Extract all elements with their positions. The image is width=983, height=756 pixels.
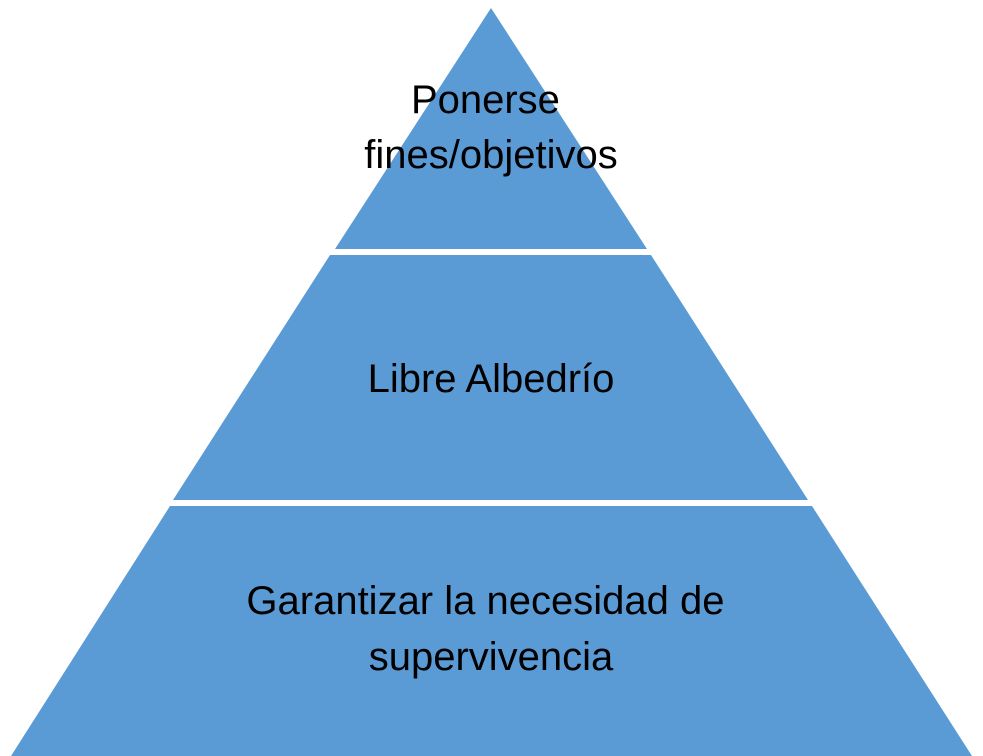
pyramid-tier-bottom (11, 506, 972, 756)
tier-top-label: Ponerse fines/objetivos (364, 78, 617, 177)
pyramid-tier-top (335, 8, 647, 249)
tier-bottom-label: Garantizar la necesidad de supervivencia (246, 579, 735, 679)
tier-top-label-line-1: Ponerse (411, 78, 560, 122)
tier-middle-label-line-1: Libre Albedrío (368, 357, 615, 401)
tier-middle-label: Libre Albedrío (368, 357, 615, 401)
tier-bottom-label-line-1: Garantizar la necesidad de (246, 579, 724, 623)
tier-top-label-line-2: fines/objetivos (364, 133, 617, 177)
tier-bottom-label-line-2: supervivencia (369, 635, 614, 679)
pyramid-tier-middle (173, 255, 808, 500)
